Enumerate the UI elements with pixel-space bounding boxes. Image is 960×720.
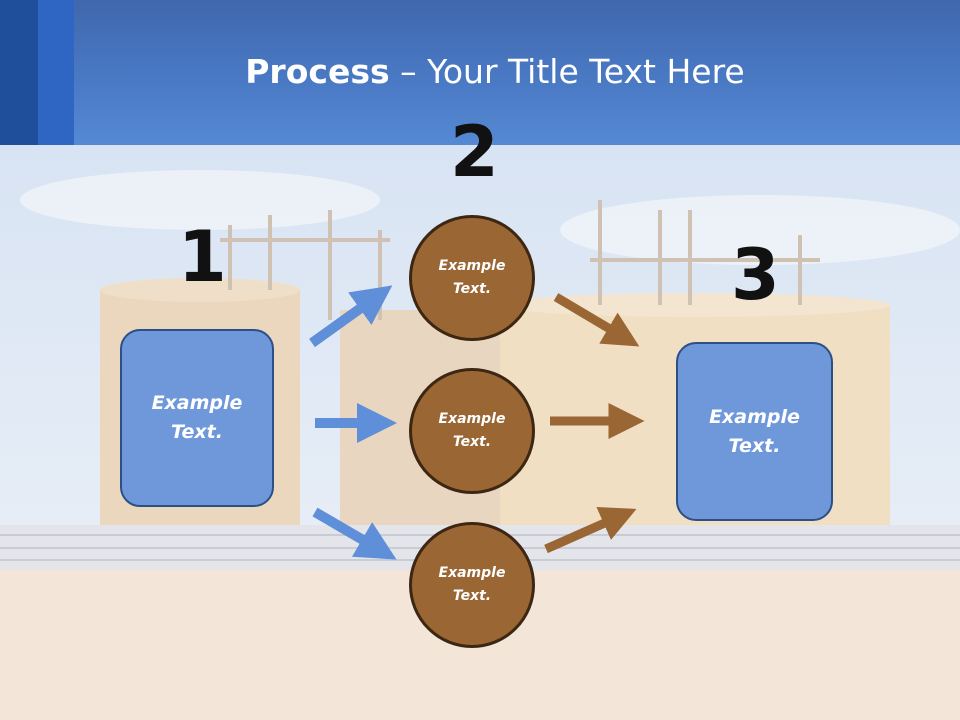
step-3-box[interactable]: Example Text. <box>676 342 833 521</box>
title-rest: – Your Title Text Here <box>389 52 745 91</box>
header-accent-dark <box>0 0 38 145</box>
title-bar <box>0 0 960 145</box>
step-3-text: Example Text. <box>709 405 800 457</box>
arrow-2c-to-3 <box>544 507 637 554</box>
arrow-1-to-2c <box>312 507 397 560</box>
circle-text-middle: Example Text. <box>438 411 506 450</box>
step-2-circle-bottom[interactable]: Example Text. <box>409 522 535 648</box>
step-number-2: 2 <box>450 111 499 193</box>
step-1-box[interactable]: Example Text. <box>120 329 274 507</box>
header-accent-light <box>38 0 74 145</box>
arrow-2a-to-3 <box>553 293 640 347</box>
title-bold: Process <box>245 52 390 91</box>
circle-text-top: Example Text. <box>438 258 506 297</box>
step-number-1: 1 <box>178 216 227 298</box>
step-2-circle-middle[interactable]: Example Text. <box>409 368 535 494</box>
circle-text-bottom: Example Text. <box>438 565 506 604</box>
step-1-text: Example Text. <box>151 392 243 443</box>
step-2-circle-top[interactable]: Example Text. <box>409 215 535 341</box>
arrow-1-to-2a <box>309 285 393 348</box>
step-number-3: 3 <box>731 234 780 316</box>
slide-title: Process – Your Title Text Here <box>0 52 960 91</box>
